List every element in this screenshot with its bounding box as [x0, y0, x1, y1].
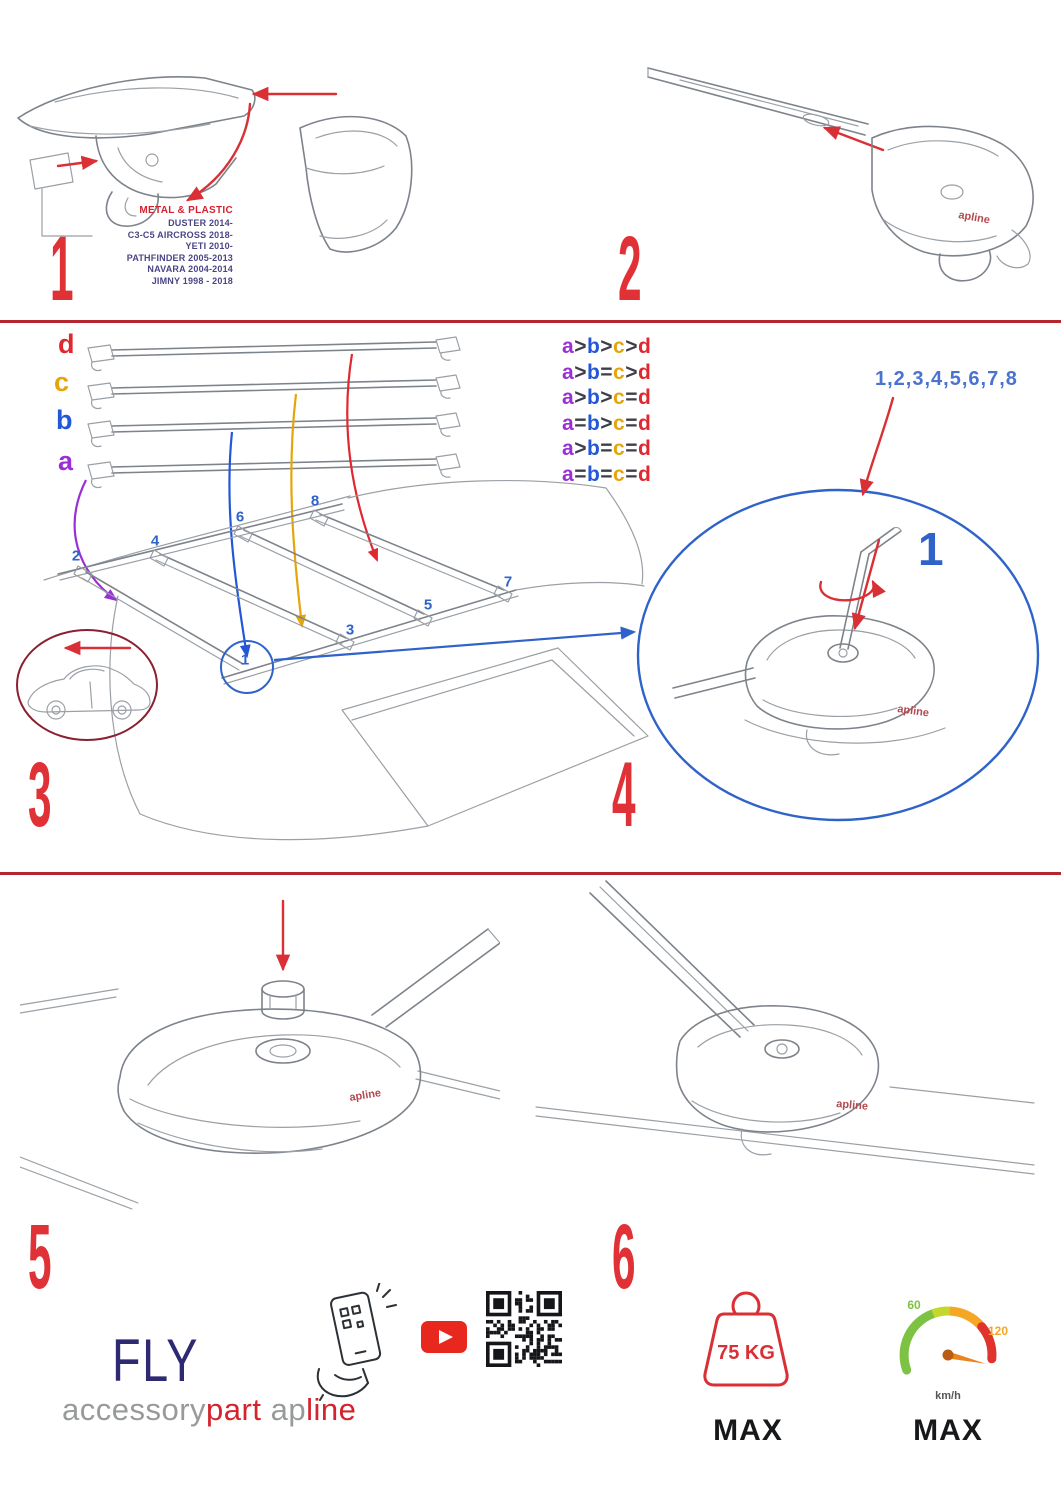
speedometer-icon: 60 120 km/h	[899, 1298, 1008, 1402]
roof-position-2: 2	[71, 547, 81, 565]
red-arrow	[56, 155, 99, 171]
speed-low-label: 60	[907, 1298, 921, 1312]
step4-zoom-tightening-illustration: apline	[636, 396, 1040, 822]
brand-line: line	[306, 1392, 357, 1427]
red-arrow	[185, 102, 252, 202]
step3-roof-layout-illustration	[43, 336, 649, 841]
speed-high-label: 120	[988, 1324, 1008, 1338]
compare-line: a=b=c=d	[562, 462, 652, 486]
product-name: FLY	[112, 1327, 200, 1394]
zoom-pointer-arrow	[273, 626, 637, 662]
material-label: METAL & PLASTIC	[139, 205, 233, 216]
vehicle-model: NAVARA 2004-2014	[147, 264, 233, 274]
roof-position-5: 5	[423, 596, 433, 614]
compare-line: a>b>c=d	[562, 386, 652, 409]
brand-on-part: apline	[897, 703, 930, 719]
brand-logos: accessorypart apline	[62, 1392, 356, 1428]
roof-position-7: 7	[503, 573, 513, 591]
speed-unit-label: km/h	[935, 1390, 961, 1402]
car-direction-icon	[16, 629, 158, 741]
bar-label-a: a	[58, 446, 74, 476]
speed-max-label: MAX	[913, 1414, 983, 1447]
bar-label-b: b	[56, 405, 73, 435]
vehicle-model-list: METAL & PLASTIC DUSTER 2014-C3-C5 AIRCRO…	[57, 205, 233, 287]
sequence-arrow	[859, 396, 895, 497]
leader-b	[228, 431, 251, 659]
weight-max-label: MAX	[713, 1414, 783, 1447]
step5-cap-install-illustration: apline	[20, 899, 500, 1210]
roof-position-4: 4	[150, 532, 160, 550]
compare-line: a>b>c>d	[562, 335, 652, 358]
step2-bar-end-illustration: apline	[647, 67, 1034, 282]
brand-on-part: apline	[349, 1087, 382, 1104]
compare-line: a>b=c=d	[562, 437, 652, 460]
youtube-icon	[421, 1321, 467, 1353]
red-arrow	[822, 126, 885, 152]
brand-ap: ap	[270, 1392, 307, 1427]
vehicle-model: DUSTER 2014-	[168, 218, 233, 228]
roof-position-8: 8	[310, 492, 320, 510]
step1-foot-and-cover-illustration	[17, 76, 413, 253]
roof-position-6: 6	[235, 508, 245, 526]
section-divider	[0, 872, 1061, 875]
qr-code	[486, 1291, 562, 1367]
step-1-number: 1	[50, 218, 74, 320]
phone-scan-icon	[316, 1283, 397, 1401]
compare-line: a>b=c>d	[562, 360, 652, 384]
step-6-number: 6	[612, 1206, 636, 1308]
step-3-number: 3	[28, 744, 52, 846]
vehicle-model: JIMNY 1998 - 2018	[151, 275, 233, 286]
step6-finished-mount-illustration: apline	[535, 880, 1035, 1175]
step-2-number: 2	[618, 218, 642, 320]
rotation-arrow	[819, 579, 886, 602]
section-divider	[0, 320, 1061, 323]
zoom-circle	[636, 488, 1040, 822]
brand-accessory: accessory	[62, 1392, 207, 1427]
needle	[947, 1351, 986, 1364]
position-1-highlight-circle	[220, 640, 274, 694]
press-down-arrow	[851, 538, 881, 631]
tool-callout-number: 1	[918, 523, 944, 575]
brand-on-part: apline	[957, 209, 990, 226]
roof-position-1: 1	[240, 651, 250, 669]
vehicle-model: PATHFINDER 2005-2013	[126, 252, 233, 263]
step-4-number: 4	[612, 744, 636, 846]
bar-label-c: c	[54, 367, 70, 397]
vehicle-model: YETI 2010-	[185, 241, 233, 251]
compare-line: a=b>c=d	[562, 411, 652, 435]
weight-limit-icon: 75 KG	[703, 1291, 789, 1387]
leader-d	[346, 353, 379, 563]
brand-part: part	[206, 1392, 262, 1427]
roof-position-3: 3	[345, 621, 355, 639]
bar-label-d: d	[58, 329, 75, 359]
step-5-number: 5	[28, 1206, 52, 1308]
brand-on-part: apline	[836, 1098, 869, 1113]
leader-a	[73, 479, 118, 602]
vehicle-model: C3-C5 AIRCROSS 2018-	[127, 229, 233, 240]
tightening-sequence-label: 1,2,3,4,5,6,7,8	[875, 368, 1018, 390]
weight-value: 75 KG	[717, 1342, 775, 1364]
